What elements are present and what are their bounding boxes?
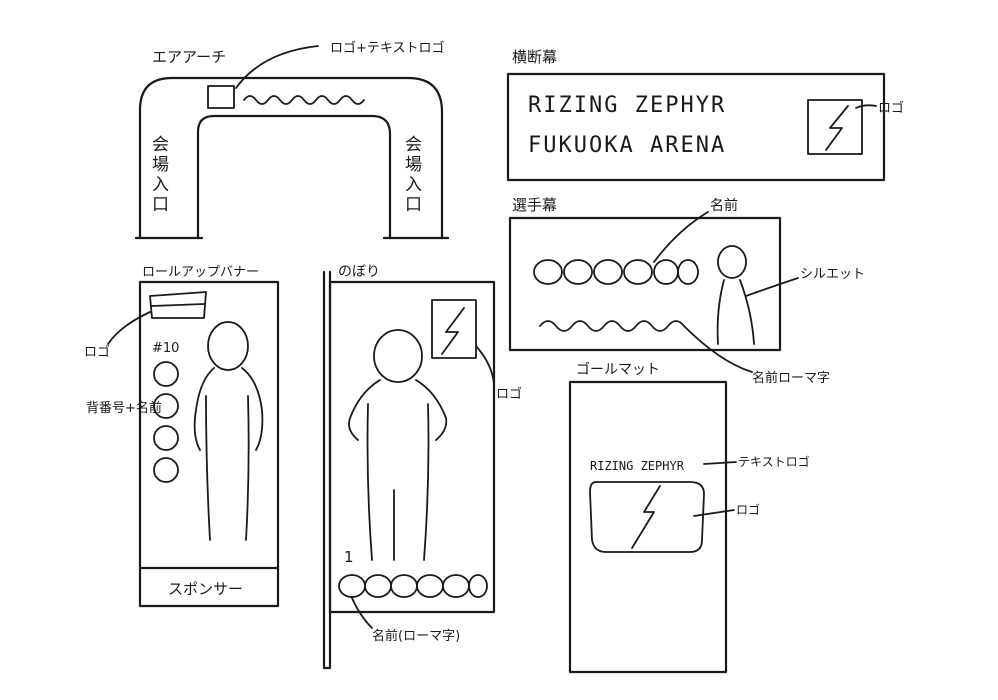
rollup-figure-body — [193, 367, 264, 541]
banner-logo-box — [807, 99, 863, 155]
goal-mat-frame — [568, 380, 728, 674]
nobori-number: 1 — [344, 548, 354, 566]
nobori-figure-head — [373, 329, 423, 383]
rollup-logo-label: ロゴ — [84, 344, 110, 360]
air-arch-text-logo-squiggle — [243, 95, 365, 105]
nobori-name-leader — [351, 597, 373, 629]
goal-mat-text-logo-label: テキストロゴ — [738, 454, 810, 469]
rollup-number-name-label: 背番号+名前 — [86, 400, 162, 416]
player-banner-silhouette-label: シルエット — [800, 267, 865, 282]
player-banner-title: 選手幕 — [512, 196, 557, 214]
goal-mat-text-logo: RIZING ZEPHYR — [590, 459, 685, 473]
air-arch-leader-line — [235, 45, 319, 89]
air-arch-logo-label: ロゴ+テキストロゴ — [330, 40, 445, 56]
nobori-figure-body — [348, 379, 448, 561]
goal-mat-title: ゴールマット — [576, 361, 660, 378]
air-arch-title: エアアーチ — [152, 48, 226, 66]
goal-mat-section: ゴールマット RIZING ZEPHYR テキストロゴ ロゴ — [568, 361, 810, 674]
player-banner-silhouette-leader — [745, 277, 799, 297]
banner-logo-mark — [825, 105, 849, 151]
player-banner-roman-label: 名前ローマ字 — [752, 370, 830, 386]
nobori-name-circles — [338, 574, 488, 598]
air-arch-logo-box — [207, 85, 235, 109]
banner-line1: RIZING ZEPHYR — [528, 93, 726, 118]
banner-logo-label: ロゴ — [878, 100, 904, 116]
goal-mat-logo-leader — [693, 509, 735, 517]
banner-title: 横断幕 — [512, 48, 557, 66]
rollup-sponsor-label: スポンサー — [168, 580, 243, 598]
rollup-name-circles — [153, 361, 179, 483]
air-arch-outline — [134, 76, 450, 240]
air-arch-left-pillar-text: 会場入口 — [152, 135, 169, 215]
player-banner-section: 選手幕 名前 名前ローマ字 シルエット — [508, 196, 865, 386]
rollup-figure-head — [207, 321, 249, 371]
rollup-number: #10 — [152, 341, 179, 356]
nobori-logo-leader — [475, 345, 495, 385]
banner-section: 横断幕 RIZING ZEPHYR FUKUOKA ARENA ロゴ — [506, 48, 904, 182]
air-arch-right-pillar-text: 会場入口 — [405, 135, 422, 215]
rollup-title: ロールアップバナー — [142, 265, 259, 280]
rollup-logo-leader — [107, 311, 151, 345]
goal-mat-logo-mark — [631, 485, 661, 549]
goal-mat-text-logo-leader — [703, 461, 737, 465]
banner-line2: FUKUOKA ARENA — [528, 133, 726, 158]
player-banner-roman-squiggle — [539, 320, 685, 332]
rollup-frame — [138, 280, 280, 608]
nobori-logo-mark — [441, 307, 465, 355]
banner-frame — [506, 72, 886, 182]
rollup-section: ロールアップバナー スポンサー ロゴ #10 背番号+名前 — [84, 265, 280, 608]
nobori-frame — [328, 280, 496, 614]
player-banner-roman-leader — [683, 325, 753, 373]
nobori-title: のぼり — [338, 264, 380, 280]
nobori-logo-box — [431, 299, 477, 359]
goal-mat-logo-label: ロゴ — [736, 502, 760, 517]
rollup-logo-box — [149, 291, 207, 319]
player-banner-silhouette-body — [716, 279, 755, 345]
nobori-logo-label: ロゴ — [496, 386, 522, 402]
player-banner-name-leader — [653, 211, 709, 263]
banner-leader-line — [855, 104, 877, 109]
goal-mat-logo-box — [589, 481, 705, 553]
player-banner-name-label: 名前 — [710, 197, 738, 214]
player-banner-silhouette-head — [717, 245, 747, 279]
nobori-name-label: 名前(ローマ字) — [372, 628, 460, 644]
air-arch-section: エアアーチ ロゴ+テキストロゴ 会場入口 会場入口 — [134, 40, 450, 240]
nobori-section: のぼり ロゴ 1 名前(ローマ字) — [322, 264, 522, 670]
player-banner-name-circles — [533, 259, 699, 285]
